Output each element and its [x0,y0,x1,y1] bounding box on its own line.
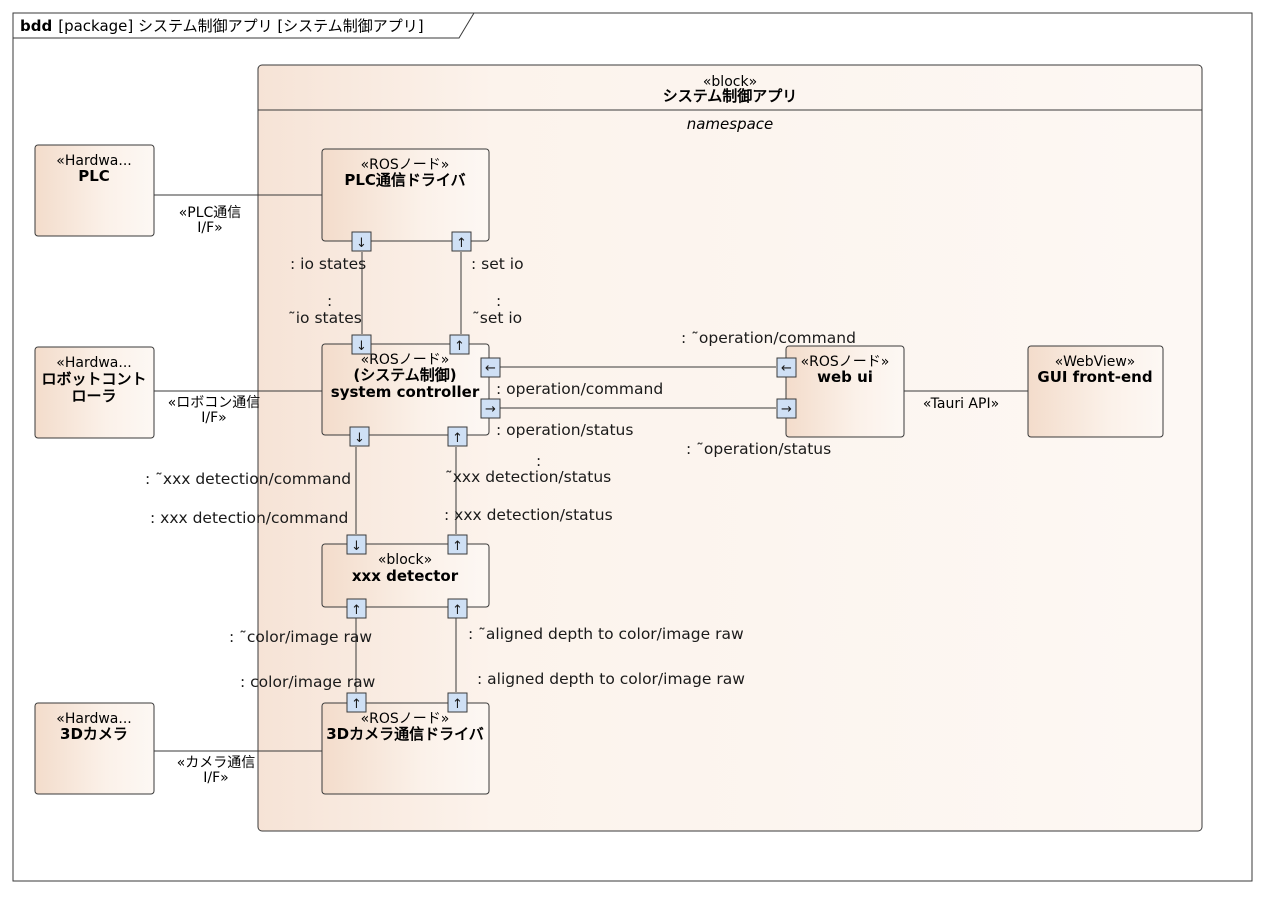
depth-label: : aligned depth to color/image raw [477,670,745,688]
arrow-up-icon: ↑ [351,603,362,618]
depth-conj-label: : ˜aligned depth to color/image raw [468,625,744,643]
camera-if-label-1: «カメラ通信 [177,755,256,771]
arrow-right-icon: → [781,402,792,417]
set-io-conj-label: ˜set io [472,309,522,327]
arrow-up-icon: ↑ [351,697,362,712]
camera-name: 3Dカメラ [60,725,128,743]
arrow-up-icon: ↑ [452,697,463,712]
det-status-label: : xxx detection/status [444,506,613,524]
port-set-io-conj[interactable] [449,334,470,355]
port-io-states[interactable] [351,231,372,252]
port-det-status[interactable] [447,534,468,555]
arrow-down-icon: ↓ [351,539,362,554]
io-states-conj-label: ˜io states [288,309,362,327]
port-depth-conj[interactable] [447,598,468,619]
plc-driver-stereotype: «ROSノード» [361,157,450,173]
port-op-status[interactable] [480,398,501,419]
plc-driver-name: PLC通信ドライバ [344,171,465,189]
robot-name-line1: ロボットコント [41,370,146,388]
op-status-conj-label: : ˜operation/status [686,440,831,458]
camera-if-label-2: I/F» [203,770,228,786]
arrow-up-icon: ↑ [454,339,465,354]
web-ui-name: web ui [817,368,873,386]
port-io-states-conj[interactable] [351,334,372,355]
port-op-status-conj[interactable] [776,398,797,419]
container-name: システム制御アプリ [663,87,798,105]
robot-if-label-2: I/F» [201,410,226,426]
plc-name: PLC [78,167,110,185]
arrow-down-icon: ↓ [356,339,367,354]
system-controller-block[interactable]: «ROSノード» (システム制御) system controller [321,343,490,436]
camera-block[interactable]: «Hardwa... 3Dカメラ [34,702,155,795]
io-states-conj-colon: : [327,292,332,310]
plc-block[interactable]: «Hardwa... PLC [34,144,155,237]
ports [346,231,797,713]
det-status-conj-label: ˜xxx detection/status [445,468,611,486]
namespace-label: namespace [687,115,774,133]
frame-title: bdd[package] システム制御アプリ [システム制御アプリ] [20,17,424,35]
port-color[interactable] [346,692,367,713]
port-op-command[interactable] [480,357,501,378]
robot-if-label-1: «ロボコン通信 [168,395,261,411]
arrow-down-icon: ↓ [356,236,367,251]
io-states-label: : io states [290,255,366,273]
web-ui-block[interactable]: «ROSノード» web ui [785,345,905,438]
plc-if-label-1: «PLC通信 [179,205,242,221]
arrow-down-icon: ↓ [354,431,365,446]
web-ui-stereotype: «ROSノード» [801,354,890,370]
port-arrows: ↓ ↑ ↓ ↑ ← → ← → ↓ ↑ ↓ ↑ ↑ ↑ ↑ ↑ [351,236,792,712]
port-det-command-conj[interactable] [349,426,370,447]
detector-block[interactable]: «block» xxx detector [321,543,490,608]
port-op-command-conj[interactable] [776,357,797,378]
port-det-status-conj[interactable] [447,426,468,447]
container-stereotype: «block» [703,74,757,90]
system-controller-stereotype: «ROSノード» [361,352,450,368]
color-label: : color/image raw [240,673,376,691]
det-command-conj-label: : ˜xxx detection/command [145,470,351,488]
system-controller-name-line2: system controller [331,383,480,401]
tauri-api-label: «Tauri API» [923,396,999,412]
color-conj-label: : ˜color/image raw [229,628,372,646]
port-set-io[interactable] [451,231,472,252]
robot-name-line2: ローラ [71,387,116,405]
system-controller-name-line1: (システム制御) [353,366,456,384]
arrow-up-icon: ↑ [452,539,463,554]
connector-lines [154,194,1028,752]
gui-stereotype: «WebView» [1055,354,1135,370]
arrow-left-icon: ← [485,361,496,376]
op-status-label: : operation/status [496,421,633,439]
arrow-up-icon: ↑ [452,603,463,618]
camera-driver-name: 3Dカメラ通信ドライバ [326,725,484,743]
gui-name: GUI front-end [1037,368,1152,386]
arrow-right-icon: → [485,402,496,417]
camera-driver-block[interactable]: «ROSノード» 3Dカメラ通信ドライバ [321,702,490,795]
port-color-conj[interactable] [346,598,367,619]
port-depth[interactable] [447,692,468,713]
arrow-up-icon: ↑ [456,236,467,251]
robot-controller-block[interactable]: «Hardwa... ロボットコント ローラ [34,346,155,439]
plc-stereotype: «Hardwa... [56,153,131,169]
set-io-label: : set io [471,255,524,273]
plc-driver-block[interactable]: «ROSノード» PLC通信ドライバ [321,148,490,242]
camera-stereotype: «Hardwa... [56,711,131,727]
det-status-conj-colon: : [536,452,541,470]
plc-if-label-2: I/F» [197,220,222,236]
detector-name: xxx detector [352,567,459,585]
detector-stereotype: «block» [378,552,432,568]
camera-driver-stereotype: «ROSノード» [361,711,450,727]
port-labels: : io states : ˜io states : set io : ˜set… [145,255,856,691]
container-block[interactable] [257,64,1203,832]
frame-tab [12,12,475,39]
det-command-label: : xxx detection/command [150,509,348,527]
op-command-conj-label: : ˜operation/command [681,329,856,347]
arrow-left-icon: ← [781,361,792,376]
gui-frontend-block[interactable]: «WebView» GUI front-end [1027,345,1164,438]
op-command-label: : operation/command [496,380,663,398]
port-det-command[interactable] [346,534,367,555]
robot-stereotype: «Hardwa... [56,355,131,371]
arrow-up-icon: ↑ [452,431,463,446]
set-io-conj-colon: : [496,292,501,310]
